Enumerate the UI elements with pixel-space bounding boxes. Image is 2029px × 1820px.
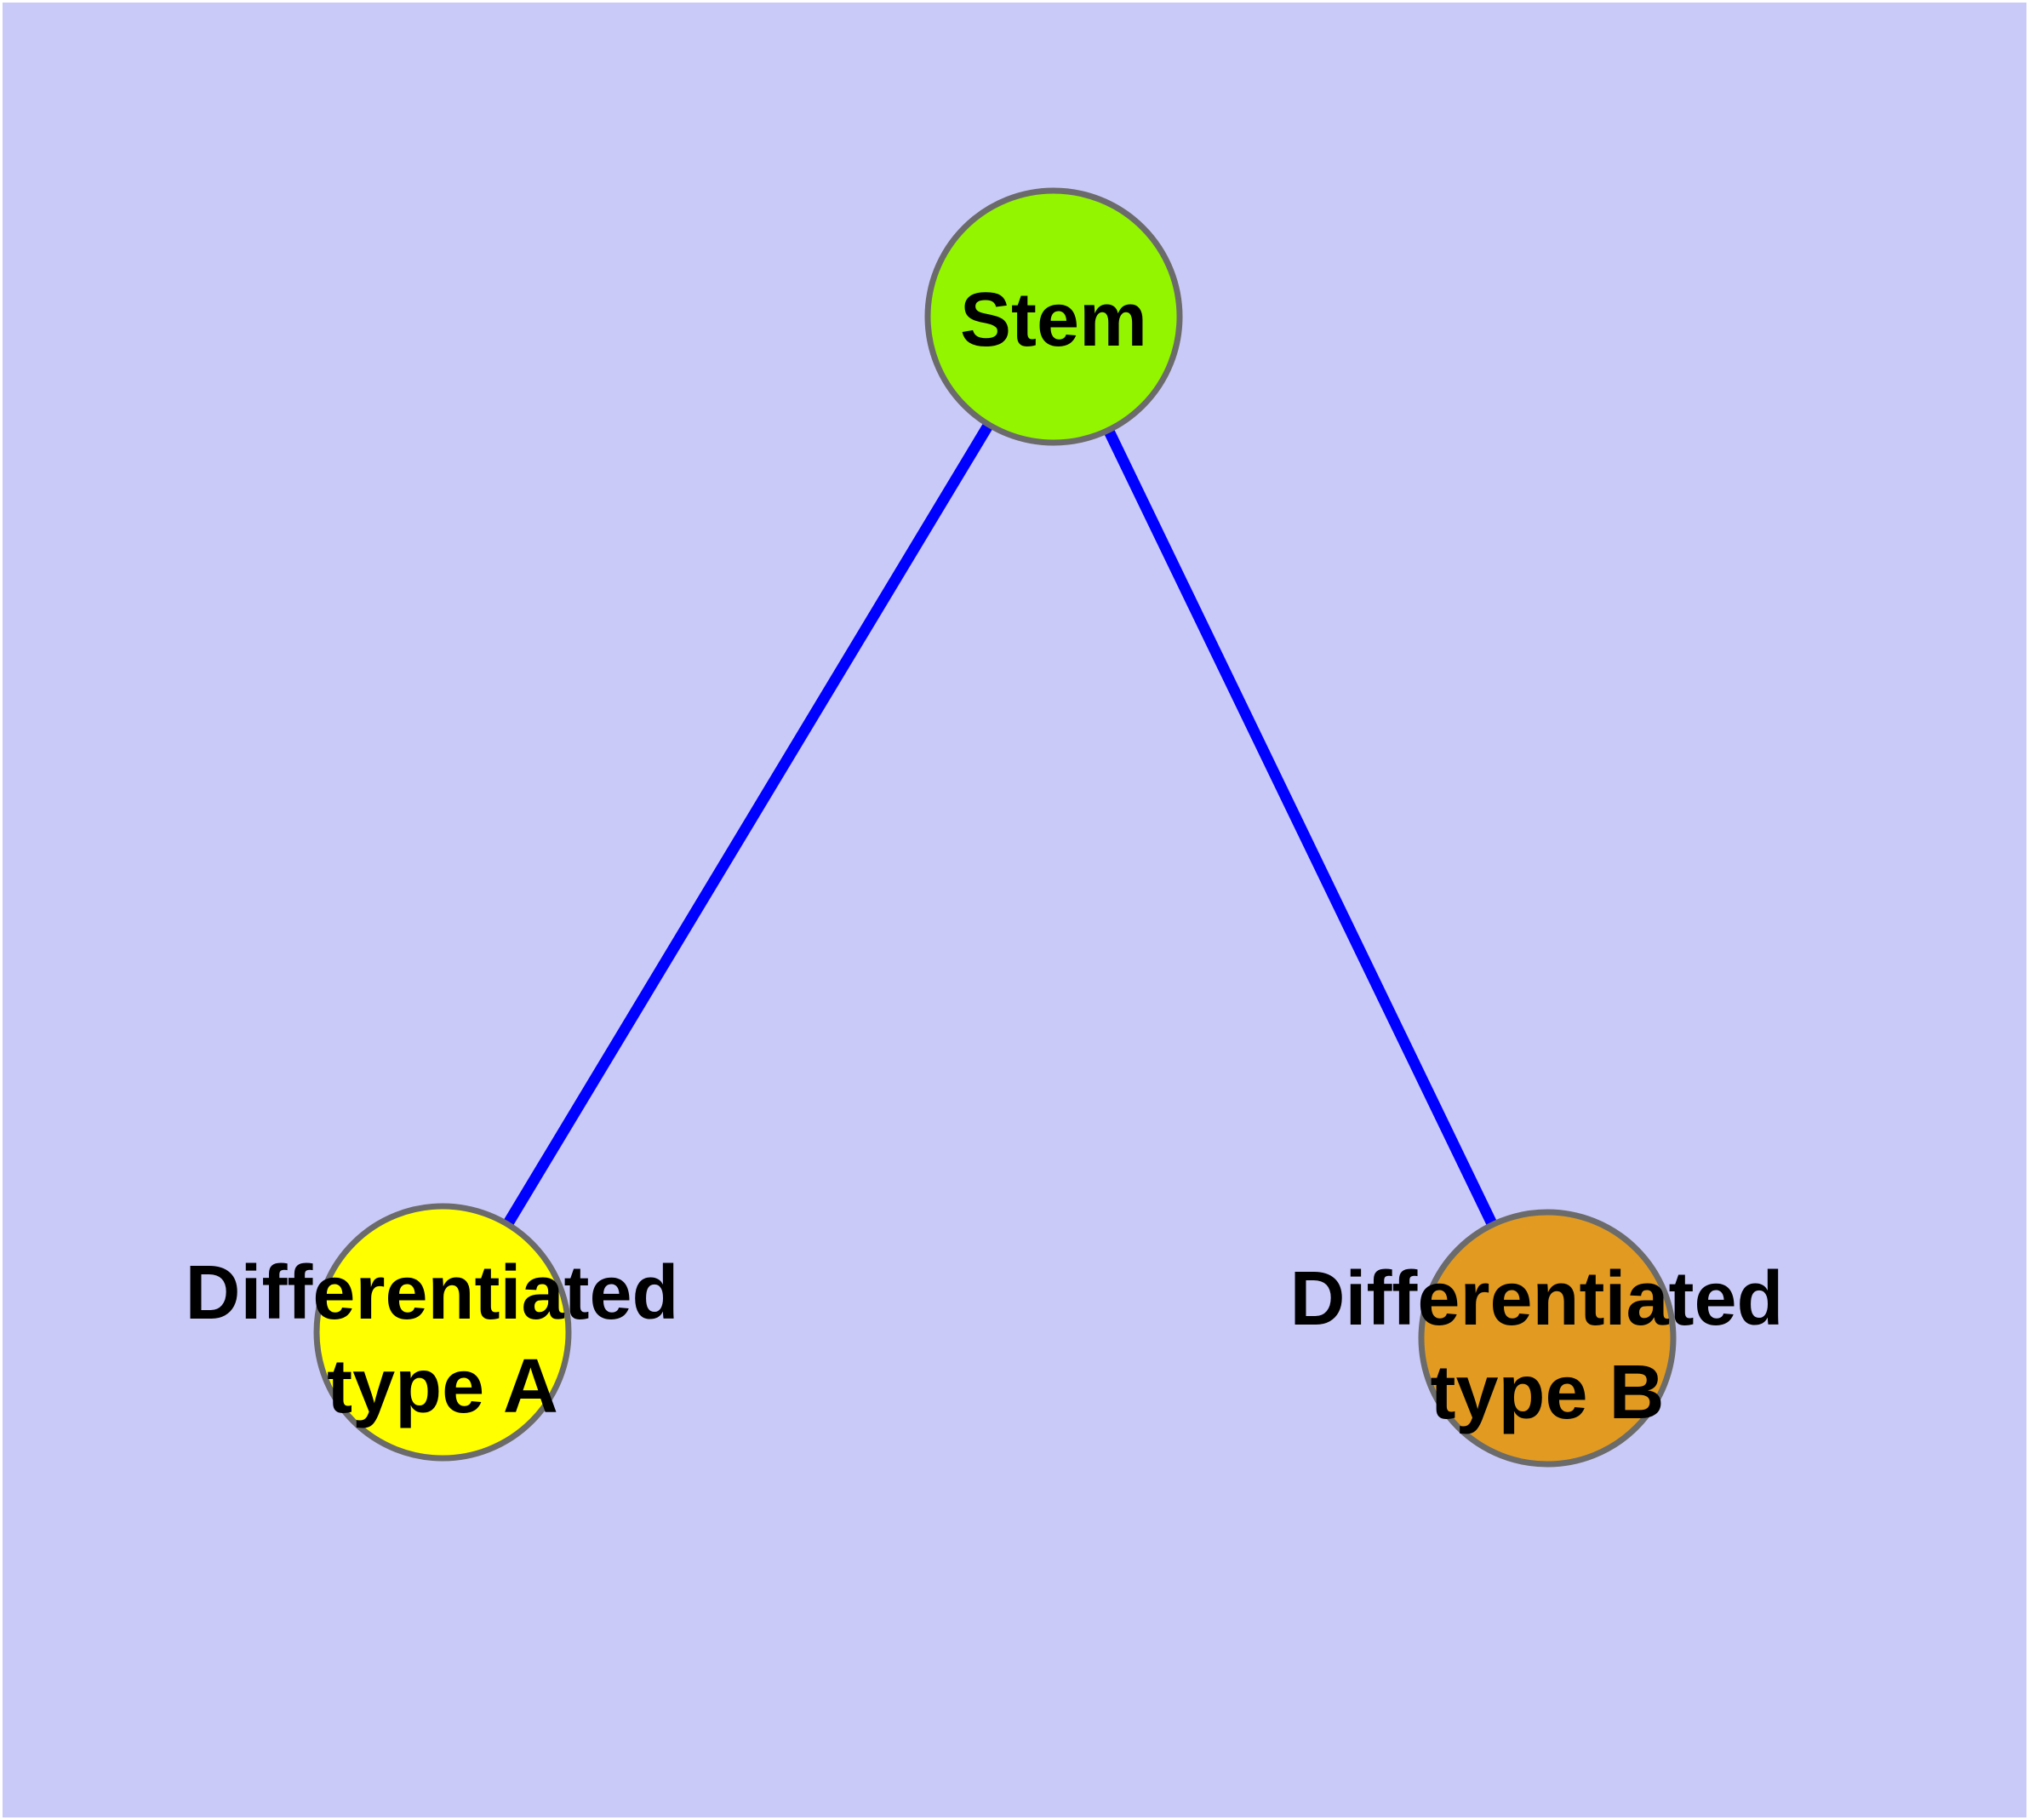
node-differentiated-type-b-label: Differentiated type B [1289,1256,1804,1435]
node-differentiated-type-b-label-line2: type B [1430,1350,1664,1435]
node-differentiated-type-b-label-line1: Differentiated [1289,1256,1783,1342]
edge-stem-to-type-b [1049,314,1552,1341]
node-differentiated-type-a [313,1203,572,1462]
node-stem-label: Stem [960,278,1147,363]
node-differentiated-type-a-label-line2: type A [327,1344,558,1429]
node-stem [924,187,1183,446]
node-differentiated-type-b [1418,1209,1677,1468]
node-differentiated-type-a-label: Differentiated type A [185,1251,700,1429]
node-differentiated-type-a-label-line1: Differentiated [185,1251,678,1336]
edge-stem-to-type-a [437,313,1059,1336]
